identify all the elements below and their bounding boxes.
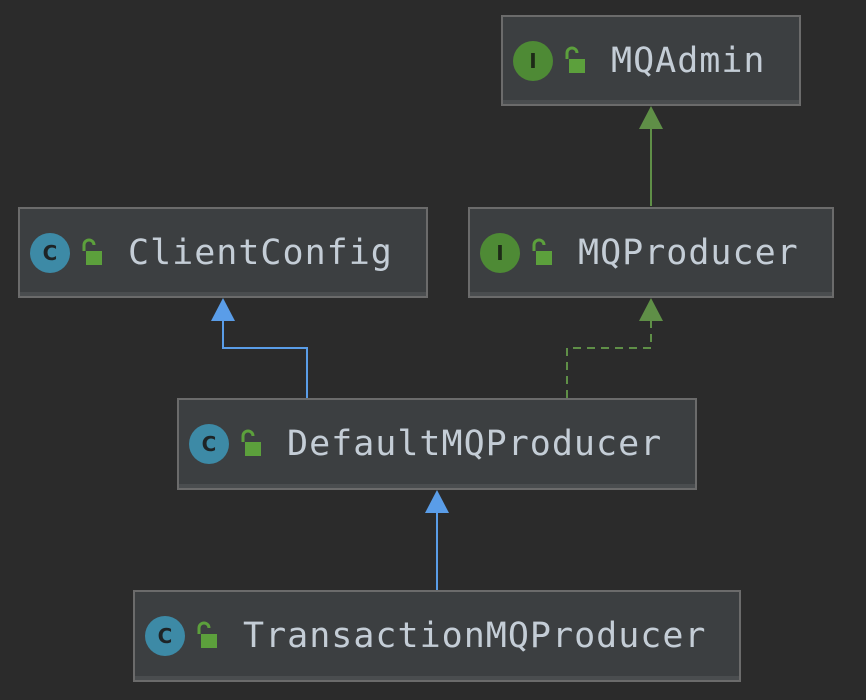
unlocked-padlock-icon bbox=[197, 621, 217, 648]
unlocked-padlock-icon bbox=[82, 238, 102, 265]
node-label: ClientConfig bbox=[128, 232, 393, 273]
node-label: TransactionMQProducer bbox=[243, 616, 707, 656]
interface-icon: I bbox=[480, 232, 520, 273]
node-label: MQAdmin bbox=[611, 40, 766, 81]
node-defaultmqproducer[interactable]: C DefaultMQProducer bbox=[177, 398, 697, 490]
edge-transactionmqproducer-to-defaultmqproducer bbox=[425, 490, 449, 590]
node-mqadmin[interactable]: I MQAdmin bbox=[501, 15, 801, 106]
edge-defaultmqproducer-to-mqproducer bbox=[566, 298, 663, 398]
node-clientconfig[interactable]: C ClientConfig bbox=[18, 207, 428, 298]
node-label: DefaultMQProducer bbox=[287, 424, 663, 464]
arrowhead-icon bbox=[425, 490, 449, 513]
node-mqproducer[interactable]: I MQProducer bbox=[468, 207, 834, 298]
arrowhead-icon bbox=[639, 298, 663, 321]
arrowhead-icon bbox=[639, 106, 663, 129]
class-icon: C bbox=[145, 616, 185, 656]
node-label: MQProducer bbox=[578, 232, 799, 273]
class-icon: C bbox=[189, 424, 229, 464]
arrowhead-icon bbox=[211, 298, 235, 321]
class-icon: C bbox=[30, 232, 70, 273]
unlocked-padlock-icon bbox=[532, 238, 552, 265]
unlocked-padlock-icon bbox=[565, 46, 585, 73]
edge-defaultmqproducer-to-clientconfig bbox=[211, 298, 308, 398]
interface-icon: I bbox=[513, 40, 553, 81]
unlocked-padlock-icon bbox=[241, 429, 261, 456]
node-transactionmqproducer[interactable]: C TransactionMQProducer bbox=[133, 590, 741, 682]
edge-mqproducer-to-mqadmin bbox=[639, 106, 663, 206]
